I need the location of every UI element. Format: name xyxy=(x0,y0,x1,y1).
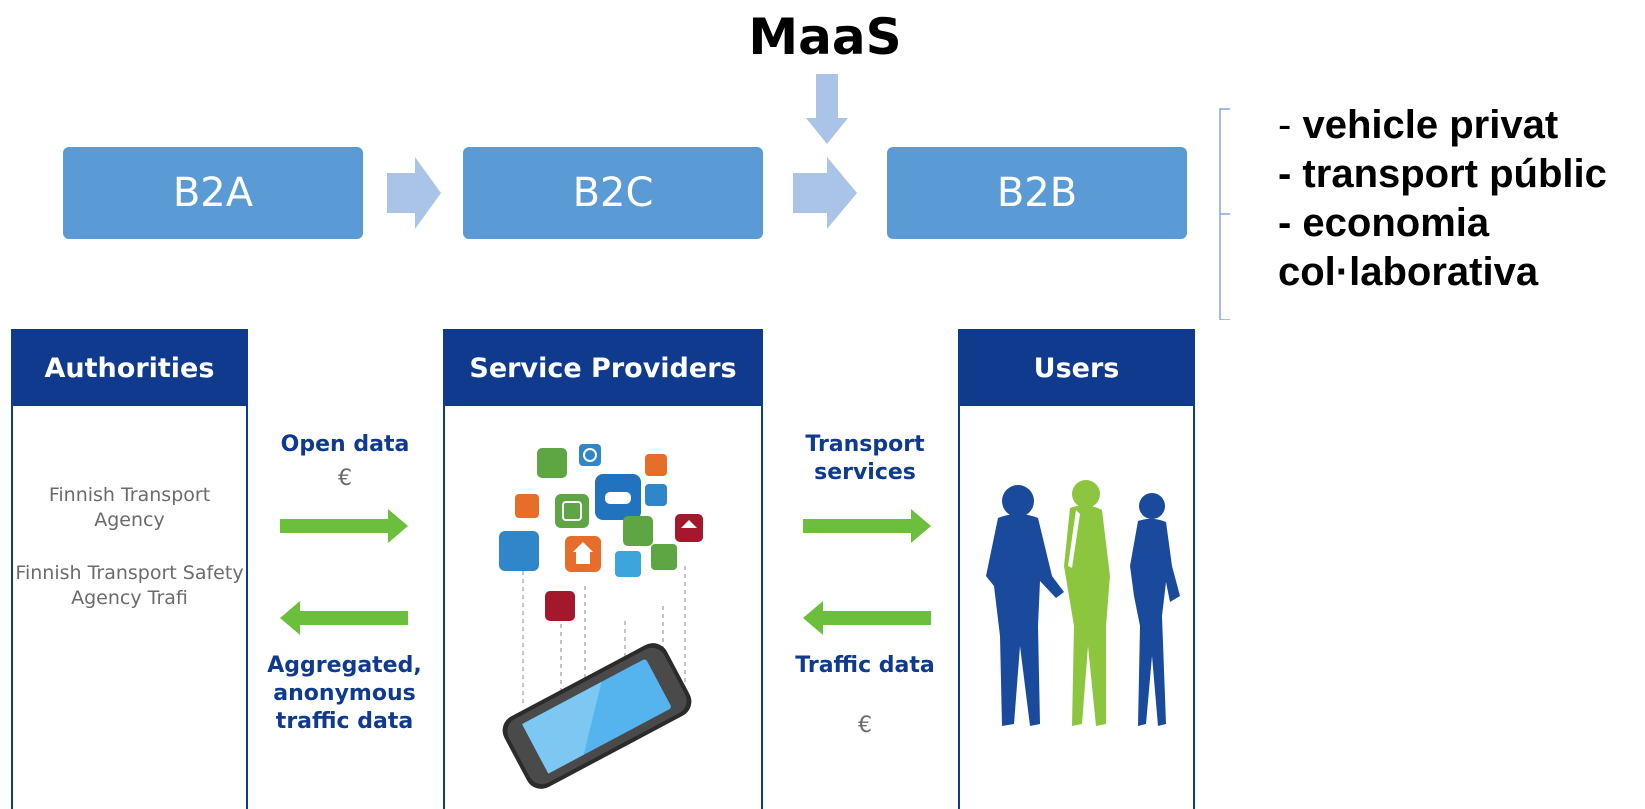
feature-item: - vehicle privat xyxy=(1278,101,1645,150)
b2a-box: B2A xyxy=(63,147,363,239)
b2c-box: B2C xyxy=(463,147,763,239)
maas-title: MaaS xyxy=(748,8,902,66)
user-silhouette xyxy=(986,485,1064,726)
feature-list: - vehicle privat - transport públic - ec… xyxy=(1278,101,1645,297)
euro-symbol: € xyxy=(858,713,872,738)
users-silhouettes xyxy=(986,480,1180,726)
transport-services-label: Transport services xyxy=(805,432,925,485)
agency-finnish-transport: Finnish Transport Agency xyxy=(48,484,211,531)
aggregated-traffic-data-label: Aggregated, anonymous traffic data xyxy=(267,653,422,734)
traffic-data-label: Traffic data xyxy=(795,653,935,678)
feature-item: col·laborativa xyxy=(1278,250,1539,294)
service-providers-header: Service Providers xyxy=(445,331,761,406)
authorities-header: Authorities xyxy=(13,331,246,406)
user-silhouette xyxy=(1064,480,1110,726)
b2c-to-b2b-arrow xyxy=(793,157,857,229)
green-arrow-right xyxy=(280,509,408,543)
open-data-label: Open data xyxy=(280,432,410,457)
b2a-to-b2c-arrow xyxy=(387,157,441,229)
green-arrow-left xyxy=(280,601,408,635)
green-arrow-left xyxy=(803,601,931,635)
service-providers-panel: Service Providers xyxy=(443,329,763,809)
green-arrow-right xyxy=(803,509,931,543)
feature-item: - economia xyxy=(1278,201,1490,245)
authorities-panel: Authorities Finnish Transport Agency Fin… xyxy=(11,329,248,809)
user-silhouette xyxy=(1130,493,1180,726)
feature-item: - transport públic xyxy=(1278,152,1607,196)
b2b-box: B2B xyxy=(887,147,1187,239)
bracket xyxy=(1219,108,1230,320)
feature-dash: - xyxy=(1278,103,1292,147)
app-icons xyxy=(499,444,703,621)
agency-transport-safety: Finnish Transport Safety Agency Trafi xyxy=(15,562,244,609)
feature-text: vehicle privat xyxy=(1302,103,1559,147)
smartphone xyxy=(502,643,692,789)
euro-symbol: € xyxy=(338,466,352,491)
apps-smartphone-illustration xyxy=(499,444,703,789)
users-panel: Users xyxy=(958,329,1195,809)
maas-down-arrow xyxy=(806,74,848,144)
users-header: Users xyxy=(960,331,1193,406)
